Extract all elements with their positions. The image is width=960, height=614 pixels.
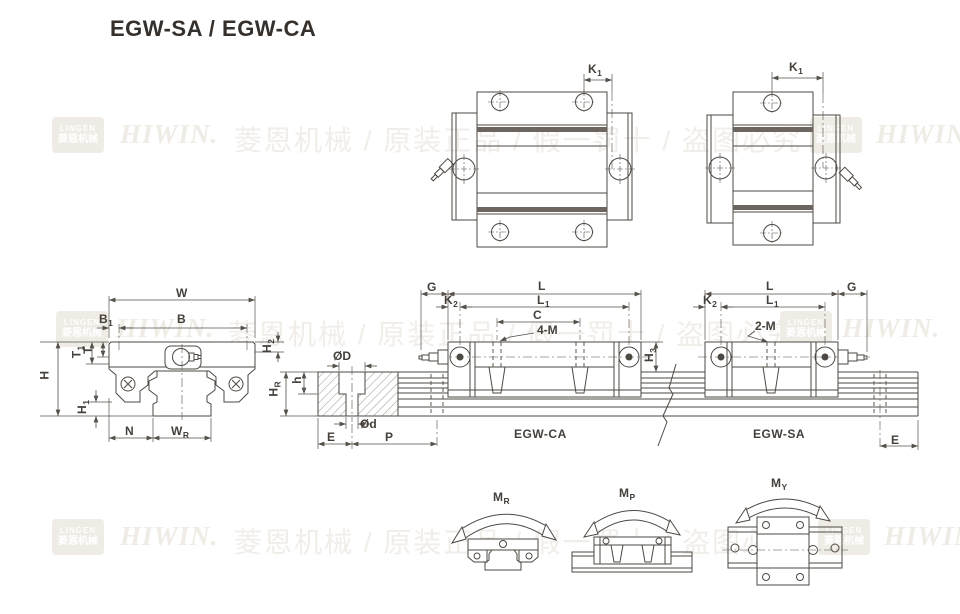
rail-cross-section <box>280 362 438 449</box>
moment-arrow-icon <box>582 510 682 538</box>
dim-label-l: L <box>538 279 546 293</box>
grease-nipple-icon <box>430 157 455 182</box>
hiwin-watermark: HIWIN. <box>876 119 960 149</box>
dim-label-c: C <box>533 308 542 322</box>
moment-pitch-diagram <box>571 510 693 573</box>
logo-text: LINGEN <box>817 124 855 134</box>
page-title: EGW-SA / EGW-CA <box>110 16 317 41</box>
hiwin-watermark: HIWIN. <box>120 119 219 149</box>
dim-label-e: E <box>327 430 336 444</box>
dim-label-l: L <box>766 279 774 293</box>
dim-label-l1: L1 <box>766 293 779 309</box>
lingen-logo: LINGEN 菱恩机械 <box>780 311 832 347</box>
dim-label-h2: H2 <box>259 339 276 353</box>
dim-label-hr: HR <box>266 381 283 397</box>
dim-label-g: G <box>847 280 857 294</box>
rail-profile <box>148 370 216 417</box>
hiwin-watermark: HIWIN. <box>884 521 960 551</box>
moment-arrow-icon <box>450 513 558 544</box>
lingen-logo: LINGEN 菱恩机械 <box>56 311 108 347</box>
logo-text: 菱恩机械 <box>58 535 98 547</box>
dim-label-w: W <box>176 286 188 300</box>
lingen-logo: LINGEN 菱恩机械 <box>818 519 870 555</box>
rail-side-view <box>398 363 919 447</box>
dim-label-h1: H1 <box>74 400 91 414</box>
dim-label-l1: L1 <box>537 293 550 309</box>
dim-label-dia-d: Ød <box>360 417 377 431</box>
logo-text: LINGEN <box>59 124 97 134</box>
side-screw-icon <box>120 376 244 392</box>
dim-label-my: MY <box>771 476 788 492</box>
dim-label-h: H <box>37 370 52 380</box>
dim-label-mp: MP <box>619 486 636 502</box>
lingen-logo: LINGEN 菱恩机械 <box>52 519 104 555</box>
dim-label-h3: H3 <box>641 348 658 362</box>
dim-label-p: P <box>385 430 394 444</box>
logo-text: 菱恩机械 <box>58 133 98 145</box>
dimension-k1-sa <box>771 72 824 168</box>
dim-label-g: G <box>427 280 437 294</box>
block-top-view-sa <box>705 72 863 246</box>
logo-text: LINGEN <box>787 318 825 328</box>
dim-label-k2: K2 <box>703 293 717 309</box>
logo-text: 菱恩机械 <box>786 327 826 339</box>
logo-text: 菱恩机械 <box>62 327 102 339</box>
dim-label-b1: B1 <box>99 312 113 328</box>
dim-label-mr: MR <box>493 490 510 506</box>
break-line <box>657 363 677 447</box>
dim-label-t: T <box>80 346 95 354</box>
model-label-egw-sa: EGW-SA <box>753 427 806 441</box>
dim-label-h-rail: h <box>289 376 304 384</box>
moment-roll-diagram <box>450 513 558 571</box>
side-view-dimensions <box>420 290 919 450</box>
moment-arrow-icon <box>734 498 832 524</box>
grease-nipple-icon <box>418 349 449 365</box>
dim-label-wr: WR <box>171 424 189 440</box>
dim-label-n: N <box>125 424 134 438</box>
dim-label-k2: K2 <box>444 293 458 309</box>
logo-text: LINGEN <box>63 318 101 328</box>
grease-nipple-icon <box>164 345 202 370</box>
block-side-view-sa <box>698 341 870 398</box>
grease-nipple-icon <box>838 166 863 191</box>
end-view-dimensions <box>40 296 284 442</box>
logo-text: 菱恩机械 <box>824 535 864 547</box>
dim-label-k1: K1 <box>789 60 803 76</box>
dimension-k1-ca <box>583 74 613 169</box>
grease-nipple-icon <box>837 349 868 365</box>
hiwin-watermark: HIWIN. <box>120 521 219 551</box>
logo-text: LINGEN <box>59 526 97 536</box>
dim-label-e: E <box>891 433 900 447</box>
moment-yaw-diagram <box>722 498 848 586</box>
block-end-view <box>40 296 284 442</box>
logo-text: LINGEN <box>825 526 863 536</box>
block-top-view-ca <box>430 74 635 248</box>
hiwin-watermark: HIWIN. <box>842 313 941 343</box>
dim-label-k1: K1 <box>588 62 602 78</box>
lingen-logo: LINGEN 菱恩机械 <box>52 117 104 153</box>
rail-section-dimensions <box>280 362 438 449</box>
model-label-egw-ca: EGW-CA <box>514 427 567 441</box>
dim-label-4m: 4-M <box>537 323 558 337</box>
dim-label-dia-D: ØD <box>333 349 351 363</box>
block-side-view-ca <box>418 341 652 398</box>
dim-label-b: B <box>177 312 186 326</box>
dim-label-2m: 2-M <box>755 319 776 333</box>
